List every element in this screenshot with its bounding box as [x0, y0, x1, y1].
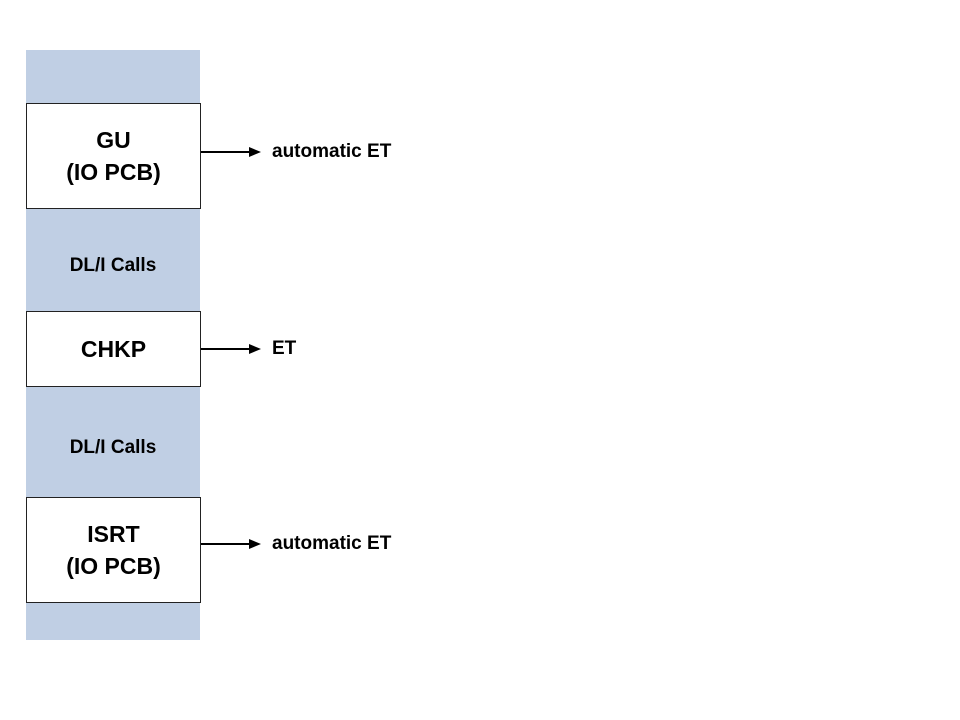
gu-call-box: GU (IO PCB): [26, 103, 201, 209]
isrt-call-box: ISRT (IO PCB): [26, 497, 201, 603]
gu-call-label: GU: [96, 127, 131, 153]
gu-arrow-icon: [201, 147, 261, 157]
chkp-result-label: ET: [272, 338, 297, 359]
isrt-result-label: automatic ET: [272, 533, 392, 554]
dli-calls-label-2: DL/I Calls: [69, 437, 157, 458]
dli-calls-label-1: DL/I Calls: [69, 255, 157, 276]
chkp-arrow-icon: [201, 344, 261, 354]
chkp-call-label: CHKP: [80, 336, 147, 362]
isrt-call-label: ISRT: [87, 521, 140, 547]
isrt-arrow-icon: [201, 539, 261, 549]
gu-result-label: automatic ET: [272, 141, 392, 162]
gu-call-pcb-label: (IO PCB): [66, 159, 161, 185]
chkp-call-box: CHKP: [26, 311, 201, 387]
isrt-call-pcb-label: (IO PCB): [66, 553, 161, 579]
